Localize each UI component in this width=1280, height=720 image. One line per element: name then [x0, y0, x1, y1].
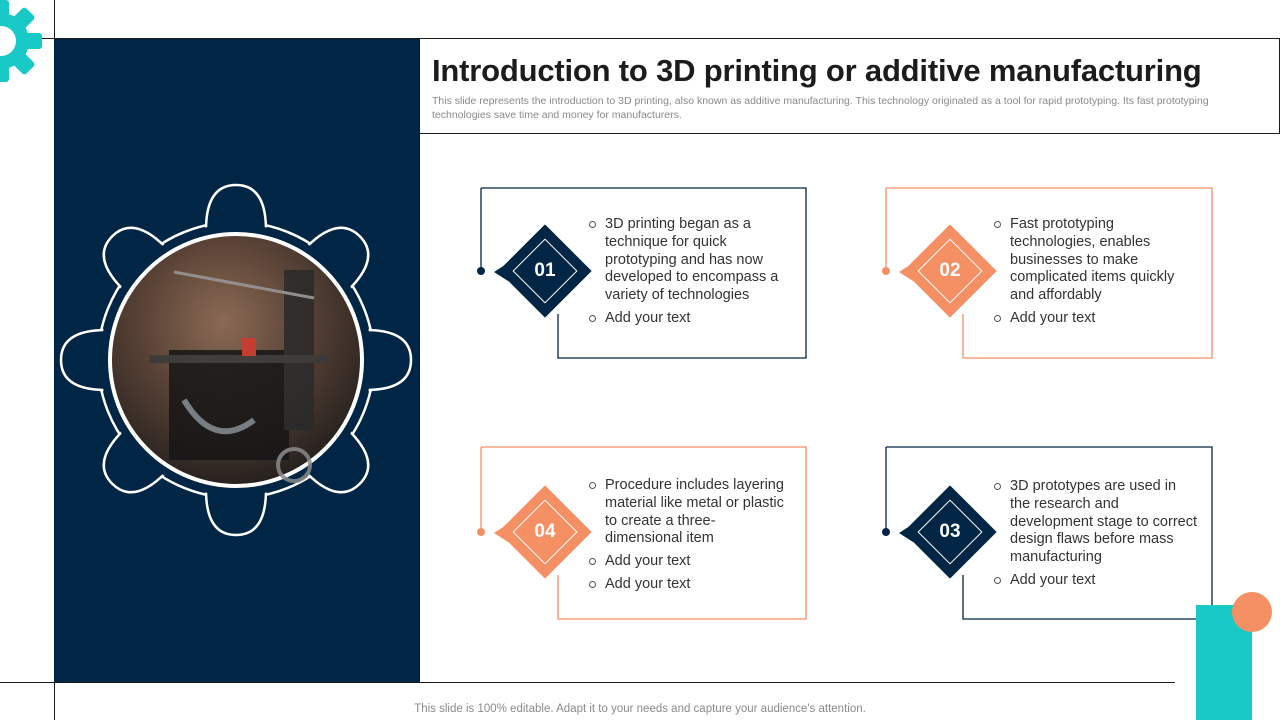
bullet-circle-icon — [589, 482, 596, 489]
list-item: Add your text — [587, 310, 792, 328]
card-number: 03 — [939, 521, 961, 542]
bullet-circle-icon — [994, 576, 1001, 584]
list-item: Procedure includes layering material lik… — [587, 477, 792, 548]
card-number: 02 — [939, 260, 961, 281]
bullet-list: 3D prototypes are used in the research a… — [992, 478, 1197, 595]
card-03: 03 3D prototypes are used in the researc… — [875, 446, 1215, 622]
bullet-circle-icon — [994, 314, 1001, 322]
list-item: Add your text — [992, 310, 1197, 328]
bullet-circle-icon — [994, 221, 1001, 228]
card-number: 04 — [534, 521, 556, 542]
list-item: Fast prototyping technologies, enables b… — [992, 216, 1197, 305]
card-01: 01 3D printing began as a technique for … — [470, 187, 810, 363]
page-title: Introduction to 3D printing or additive … — [432, 53, 1202, 88]
bullet-list: 3D printing began as a technique for qui… — [587, 216, 792, 333]
card-number: 01 — [534, 260, 556, 281]
bullet-circle-icon — [589, 558, 596, 566]
bullet-list: Fast prototyping technologies, enables b… — [992, 216, 1197, 333]
top-frame-line — [0, 38, 1280, 39]
bullet-list: Procedure includes layering material lik… — [587, 477, 792, 599]
corner-gear-icon — [0, 0, 42, 82]
bullet-circle-icon — [589, 580, 596, 588]
page-subtitle: This slide represents the introduction t… — [432, 95, 1209, 121]
bottom-frame-line — [0, 682, 1175, 683]
list-item: Add your text — [587, 553, 792, 571]
list-item: 3D printing began as a technique for qui… — [587, 216, 792, 305]
panel-divider-line — [419, 38, 420, 683]
gear-frame-icon — [59, 183, 413, 537]
bullet-circle-icon — [589, 221, 596, 228]
machine-silhouette-icon — [149, 270, 329, 483]
list-item: Add your text — [587, 576, 792, 594]
orange-accent-dot — [1232, 592, 1272, 632]
card-02: 02 Fast prototyping technologies, enable… — [875, 187, 1215, 363]
bullet-circle-icon — [994, 483, 1001, 490]
footer-note: This slide is 100% editable. Adapt it to… — [414, 703, 866, 715]
card-04: 04 Procedure includes layering material … — [470, 446, 810, 622]
list-item: Add your text — [992, 572, 1197, 590]
bullet-circle-icon — [589, 314, 596, 322]
header-divider-line — [420, 133, 1280, 134]
list-item: 3D prototypes are used in the research a… — [992, 478, 1197, 567]
